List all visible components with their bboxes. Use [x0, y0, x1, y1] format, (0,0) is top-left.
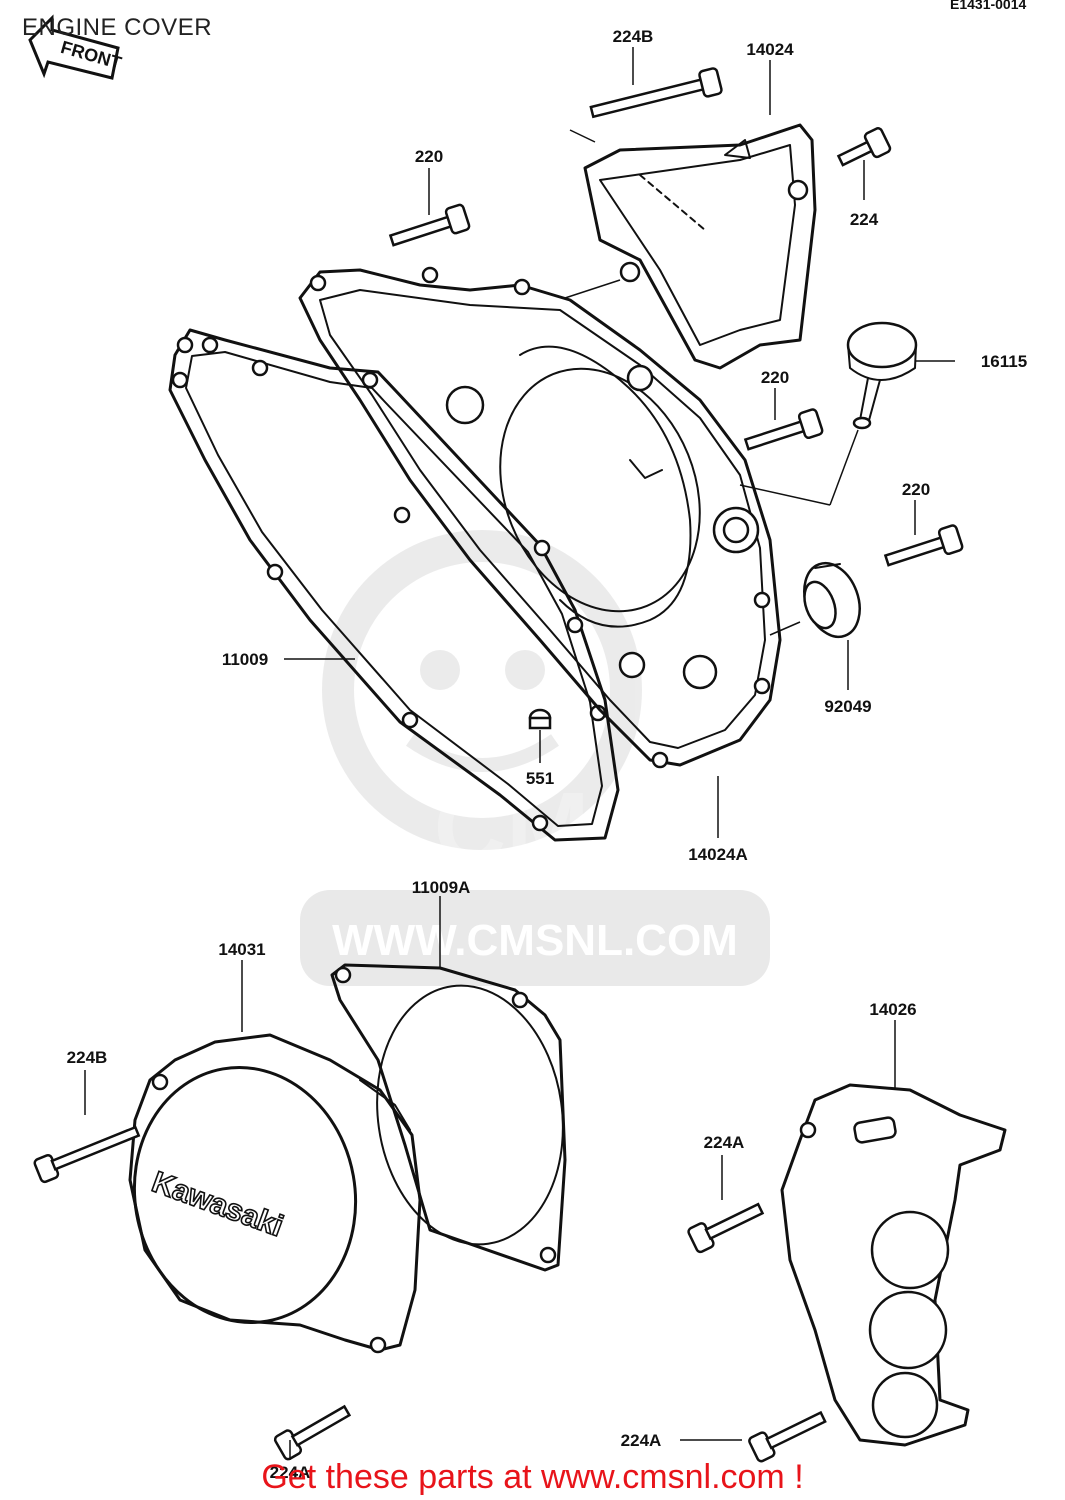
part-220-bolt-top[interactable]: [388, 203, 471, 253]
watermark-mascot-head: [322, 530, 642, 850]
label-224[interactable]: 224: [850, 210, 879, 229]
part-14026-sprocket-cover[interactable]: [780, 1083, 1007, 1447]
part-220-bolt-mid[interactable]: [743, 408, 824, 457]
part-224-bolt[interactable]: [835, 127, 892, 172]
watermark-mascot-eye-left: [420, 650, 460, 690]
front-direction-arrow: FRONT: [28, 14, 124, 80]
part-224A-bolt-mid[interactable]: [687, 1197, 766, 1254]
label-224A-mid[interactable]: 224A: [704, 1133, 745, 1152]
label-14031[interactable]: 14031: [218, 940, 265, 959]
watermark-url: WWW.CMSNL.COM: [332, 916, 738, 965]
part-224B-long-bolt-top[interactable]: [589, 67, 723, 125]
part-224B-long-bolt-left[interactable]: [33, 1121, 142, 1184]
watermark-mascot-eye-right: [505, 650, 545, 690]
part-92049-oil-seal[interactable]: [795, 555, 870, 644]
label-11009[interactable]: 11009: [222, 650, 268, 669]
get-parts-link[interactable]: Get these parts at www.cmsnl.com !: [261, 1458, 804, 1496]
reference-code: E1431-0014: [950, 0, 1027, 12]
label-551[interactable]: 551: [526, 769, 554, 788]
label-11009A[interactable]: 11009A: [412, 878, 471, 897]
label-224A-bottom-left[interactable]: 224A: [270, 1463, 311, 1482]
part-11009-gasket[interactable]: [168, 328, 620, 842]
label-224B-top[interactable]: 224B: [613, 27, 654, 46]
label-14026[interactable]: 14026: [869, 1000, 916, 1019]
watermark-banner: [300, 890, 770, 986]
part-labels: 224B 14024 220 224 16115 220 220 11009 9…: [67, 27, 1027, 1482]
label-220-right[interactable]: 220: [902, 480, 930, 499]
part-14024-cover[interactable]: [583, 123, 817, 370]
kawasaki-cover-logo: Kawasaki: [148, 1166, 288, 1244]
part-14031-generator-cover[interactable]: Kawasaki: [114, 1033, 422, 1354]
label-92049[interactable]: 92049: [824, 697, 871, 716]
label-220-top[interactable]: 220: [415, 147, 443, 166]
label-16115[interactable]: 16115: [981, 352, 1027, 371]
part-14024A-clutch-cover[interactable]: [298, 266, 782, 769]
label-14024[interactable]: 14024: [746, 40, 794, 59]
label-220-mid[interactable]: 220: [761, 368, 789, 387]
part-224A-bolt-bottom-left[interactable]: [273, 1400, 354, 1461]
label-224B-left[interactable]: 224B: [67, 1048, 108, 1067]
diagram-title: ENGINE COVER: [22, 14, 213, 41]
label-14024A[interactable]: 14024A: [688, 845, 748, 864]
part-220-bolt-right[interactable]: [883, 524, 964, 573]
part-224A-bolt-bottom-right[interactable]: [748, 1405, 829, 1463]
part-11009A-gasket[interactable]: [330, 963, 579, 1272]
label-224A-bottom-right[interactable]: 224A: [621, 1431, 662, 1450]
part-551-dowel-pin[interactable]: [528, 708, 552, 730]
part-16115-oil-filler-cap[interactable]: [846, 321, 918, 430]
leader-lines: [84, 47, 955, 1460]
